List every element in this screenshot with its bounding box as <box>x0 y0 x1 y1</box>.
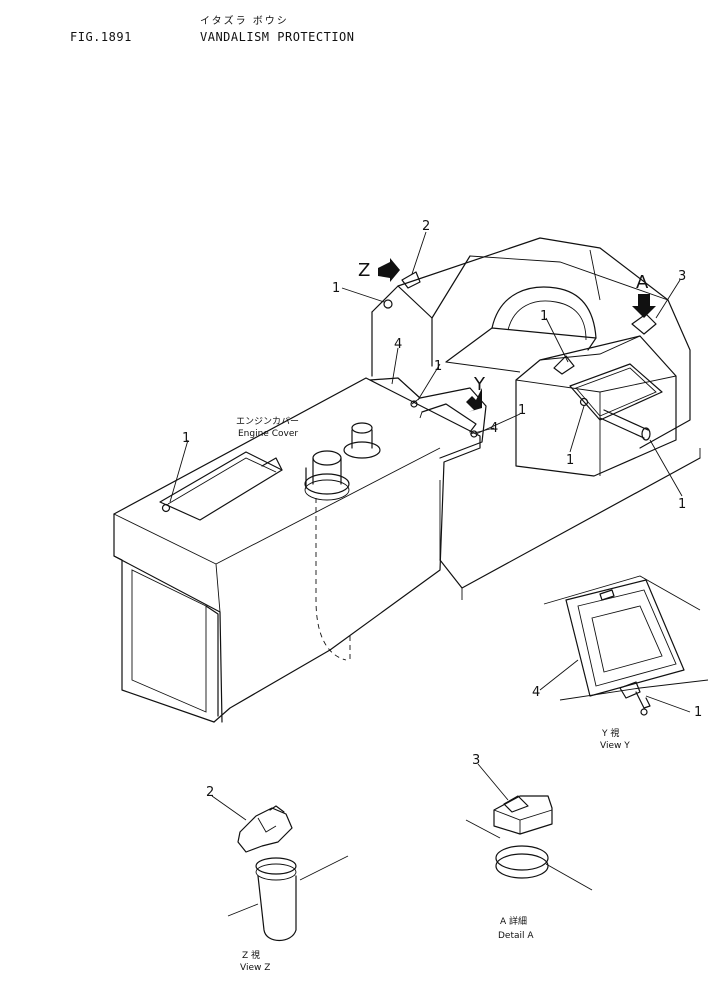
callout-4-upper: 4 <box>394 337 402 352</box>
callout-3: 3 <box>678 269 686 284</box>
callout-2-view-z: 2 <box>206 785 214 800</box>
callout-1-seat: 1 <box>540 309 548 324</box>
detail-a-label-jp: A 詳細 <box>500 915 527 927</box>
title-japanese: イタズラ ボウシ <box>200 16 289 27</box>
view-y-letter: Y <box>473 374 486 395</box>
view-y-label-jp: Y 視 <box>601 727 619 739</box>
callout-1-cab: 1 <box>566 453 574 468</box>
callout-1-rod: 1 <box>678 497 686 512</box>
machine-body <box>113 237 701 723</box>
figure-title: VANDALISM PROTECTION <box>200 30 355 44</box>
view-y-label: View Y <box>600 741 630 751</box>
view-z-label-jp: Z 視 <box>242 949 260 961</box>
callout-4-middle: 4 <box>490 421 498 436</box>
detail-a-label: Detail A <box>498 931 534 941</box>
callout-1-z-lock: 1 <box>332 281 340 296</box>
callout-1-view-y: 1 <box>694 705 702 720</box>
engine-cover-label-jp: エンジンカバー <box>236 416 299 427</box>
callout-2: 2 <box>422 219 430 234</box>
detail-a <box>465 763 593 891</box>
detail-a-letter: A <box>636 272 649 293</box>
callout-3-detail-a: 3 <box>472 753 480 768</box>
view-z-label: View Z <box>240 963 270 973</box>
figure-number: FIG.1891 <box>70 30 132 44</box>
callout-1-step: 1 <box>518 403 526 418</box>
callout-4-view-y: 4 <box>532 685 540 700</box>
view-z-letter: Z <box>358 260 370 281</box>
leader-lines <box>169 231 683 503</box>
view-z-detail <box>211 795 349 942</box>
view-y-detail <box>539 575 709 716</box>
callout-1-middle: 1 <box>434 359 442 374</box>
callout-1-left: 1 <box>182 431 190 446</box>
engine-cover-label: Engine Cover <box>238 429 298 439</box>
